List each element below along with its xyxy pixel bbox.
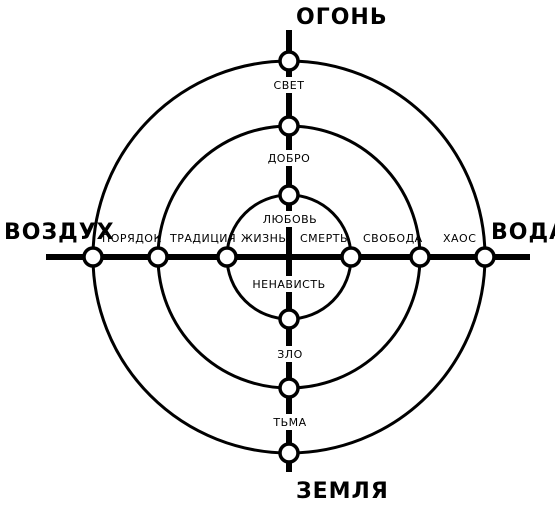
label-halo [0,214,84,244]
label-zlo: ЗЛО [277,348,302,361]
node-nenavist [278,308,300,330]
node-dobro [278,115,300,137]
label-svoboda: СВОБОДА [363,232,423,245]
label-tma: ТЬМА [272,416,306,429]
label-earth: ЗЕМЛЯ [296,479,389,504]
label-smert: СМЕРТЬ [300,232,348,245]
label-air: ВОЗДУХ [4,220,115,245]
label-halo [266,150,312,166]
label-zhizn: ЖИЗНЬ [241,232,286,245]
label-poryadok: ПОРЯДОК [102,232,162,245]
node-traditsiya [147,246,169,268]
label-nenavist: НЕНАВИСТЬ [252,278,325,291]
node-zhizn [216,246,238,268]
label-fire: ОГОНЬ [296,5,388,30]
label-halo [270,0,360,30]
label-traditsiya: ТРАДИЦИЯ [169,232,236,245]
node-svoboda [409,246,431,268]
node-khaos [474,246,496,268]
label-dobro: ДОБРО [268,152,311,165]
node-zlo [278,377,300,399]
node-lyubov [278,184,300,206]
label-halo [254,276,324,292]
node-svet [278,50,300,72]
node-poryadok [82,246,104,268]
label-halo [268,77,310,93]
label-halo [488,214,548,244]
label-halo [276,346,304,362]
node-smert [340,246,362,268]
label-halo [262,211,318,227]
label-svet: СВЕТ [274,79,305,92]
node-tma [278,442,300,464]
label-khaos: ХАОС [443,232,476,245]
label-halo [272,414,308,430]
label-lyubov: ЛЮБОВЬ [263,213,317,226]
label-water: ВОДА [491,220,555,245]
label-halo [270,472,360,506]
